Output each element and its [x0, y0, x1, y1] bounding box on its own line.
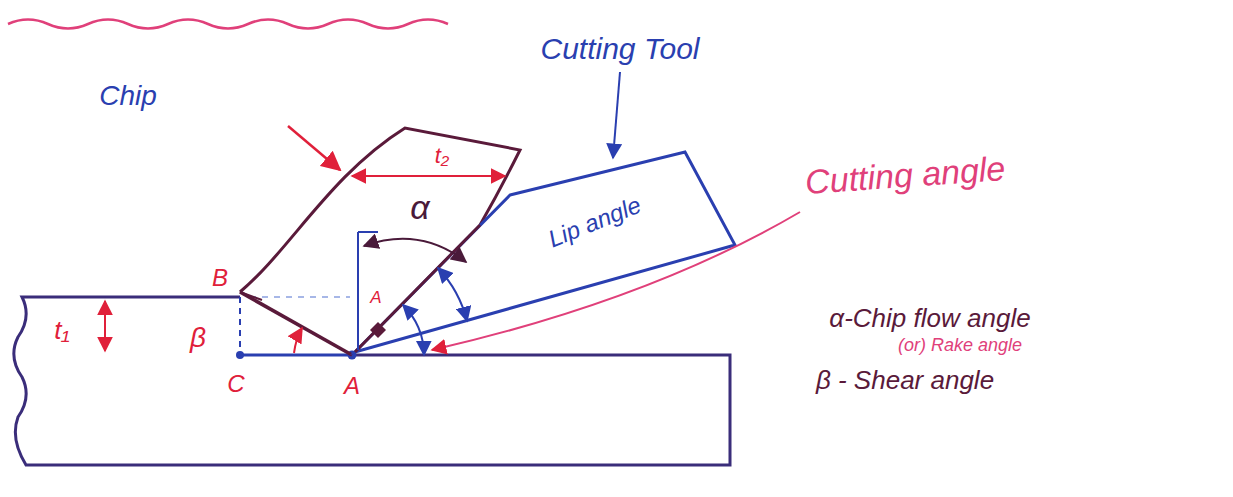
- t2-dimension: [352, 175, 505, 177]
- workpiece-outline: [14, 297, 730, 465]
- legend-note: α-Chip flow angle: [829, 304, 1030, 333]
- bc-dashed-line: [239, 297, 241, 355]
- chip-leader: [288, 126, 340, 170]
- point-label: A: [370, 289, 381, 308]
- point-label: B: [212, 265, 228, 291]
- lip-angle-arc: [438, 268, 467, 321]
- part-name: Cutting Tool: [541, 32, 700, 65]
- dimension-label: t₁: [54, 316, 69, 345]
- angle-name: Cutting angle: [804, 150, 1006, 201]
- angle-symbol: α: [410, 189, 429, 226]
- ca-line: [240, 354, 352, 357]
- t1-dimension: [104, 301, 106, 351]
- wavy-underline: [8, 20, 448, 29]
- legend-note: β - Shear angle: [816, 366, 994, 395]
- legend-note: (or) Rake angle: [898, 336, 1022, 356]
- part-name: Chip: [99, 81, 157, 112]
- rake-angle-arc: [364, 239, 466, 262]
- angle-symbol: β: [190, 323, 206, 354]
- point-c: [236, 351, 244, 359]
- cutting-angle-leader: [432, 212, 800, 350]
- shear-plane: [240, 292, 352, 355]
- dimension-label: t₂: [435, 144, 450, 168]
- rake-face-contact: [355, 225, 480, 352]
- cutting-tool-outline: [355, 152, 735, 352]
- point-label: C: [227, 371, 244, 397]
- chip-outline: [240, 128, 520, 292]
- right-angle-mark: [370, 322, 386, 338]
- cutting-angle-arc: [403, 305, 424, 355]
- chip-root: [240, 292, 262, 300]
- point-label: A: [344, 373, 360, 399]
- tool-leader: [613, 72, 620, 158]
- angle-name: Lip angle: [545, 192, 645, 253]
- uncut-surface-line: [250, 296, 350, 298]
- shear-angle-arc: [294, 328, 302, 353]
